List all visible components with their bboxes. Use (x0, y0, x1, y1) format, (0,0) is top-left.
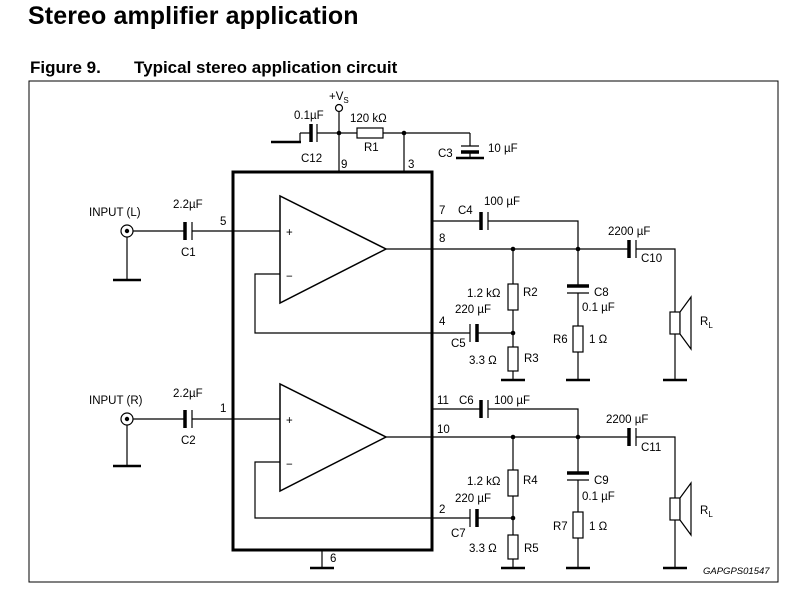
resistor-r2 (507, 283, 519, 311)
label-c8-value: 0.1 µF (582, 302, 615, 314)
resistor-r4 (507, 469, 519, 497)
label-r5: R5 (524, 543, 539, 555)
label-c4-value: 100 µF (484, 196, 520, 208)
label-pin3: 3 (408, 159, 414, 171)
label-pin8: 8 (439, 233, 445, 245)
opamp-right-minus: − (286, 459, 293, 471)
label-vs: +VS (329, 91, 349, 105)
label-c2: C2 (181, 435, 196, 447)
label-r2-value: 1.2 kΩ (467, 288, 501, 300)
label-rl-top: RL (700, 316, 713, 330)
label-c8: C8 (594, 287, 609, 299)
opamp-left-minus: − (286, 271, 293, 283)
label-pin7: 7 (439, 205, 445, 217)
figure-caption: Figure 9. Typical stereo application circ… (30, 58, 397, 78)
label-r2: R2 (523, 287, 538, 299)
figure-title: Typical stereo application circuit (134, 58, 398, 77)
speaker-right (669, 497, 681, 521)
label-rl-bottom: RL (700, 505, 713, 519)
label-c7: C7 (451, 528, 466, 540)
supply-section (271, 103, 484, 172)
resistor-r5 (507, 534, 519, 560)
figure-number: Figure 9. (30, 58, 101, 77)
label-r7: R7 (553, 521, 568, 533)
label-c2-value: 2.2µF (173, 388, 203, 400)
opamp-right (279, 382, 388, 493)
label-c7-value: 220 µF (455, 493, 491, 505)
label-input-left: INPUT (L) (89, 207, 141, 219)
output-right-section (254, 400, 692, 570)
label-c11: C11 (641, 442, 661, 454)
label-pin4: 4 (439, 316, 446, 328)
label-r6-value: 1 Ω (589, 334, 608, 346)
label-r4-value: 1.2 kΩ (467, 476, 501, 488)
label-c9-value: 0.1 µF (582, 491, 615, 503)
label-r3-value: 3.3 Ω (469, 355, 497, 367)
label-c11-value: 2200 µF (606, 414, 648, 426)
label-c12: C12 (301, 153, 322, 165)
label-input-right: INPUT (R) (89, 395, 143, 407)
amplifier-ic (231, 170, 434, 552)
resistor-r7 (572, 511, 584, 539)
label-c5: C5 (451, 338, 466, 350)
label-c3: C3 (438, 148, 453, 160)
label-c6-value: 100 µF (494, 395, 530, 407)
label-r6: R6 (553, 334, 568, 346)
figure-reference: GAPGPS01547 (703, 566, 770, 577)
figure-frame (28, 80, 779, 583)
resistor-r6 (572, 325, 584, 353)
opamp-left-plus: + (286, 227, 293, 239)
label-pin10: 10 (437, 424, 450, 436)
opamp-right-plus: + (286, 415, 293, 427)
label-c6: C6 (459, 395, 474, 407)
label-pin2: 2 (439, 504, 445, 516)
resistor-r1 (356, 127, 384, 139)
label-r1: R1 (364, 142, 379, 154)
label-c3-value: 10 µF (488, 143, 518, 155)
input-right-section (113, 410, 280, 468)
label-c10-value: 2200 µF (608, 226, 650, 238)
label-c12-value: 0.1µF (294, 110, 324, 122)
label-c1: C1 (181, 247, 196, 259)
speaker-left (669, 311, 681, 335)
label-pin6: 6 (330, 553, 336, 565)
resistor-r3 (507, 346, 519, 372)
label-pin1: 1 (220, 403, 226, 415)
label-pin9: 9 (341, 159, 347, 171)
label-pin5: 5 (220, 216, 226, 228)
label-pin11: 11 (437, 395, 449, 407)
label-c1-value: 2.2µF (173, 199, 203, 211)
label-c4: C4 (458, 205, 473, 217)
label-r4: R4 (523, 475, 538, 487)
label-c5-value: 220 µF (455, 304, 491, 316)
label-r3: R3 (524, 353, 539, 365)
label-r1-value: 120 kΩ (350, 113, 387, 125)
output-left-section (254, 212, 692, 382)
section-heading: Stereo amplifier application (28, 2, 359, 30)
label-r5-value: 3.3 Ω (469, 543, 497, 555)
label-c9: C9 (594, 475, 609, 487)
label-r7-value: 1 Ω (589, 521, 608, 533)
label-c10: C10 (641, 253, 662, 265)
opamp-left (279, 194, 388, 305)
input-left-section (113, 222, 280, 282)
